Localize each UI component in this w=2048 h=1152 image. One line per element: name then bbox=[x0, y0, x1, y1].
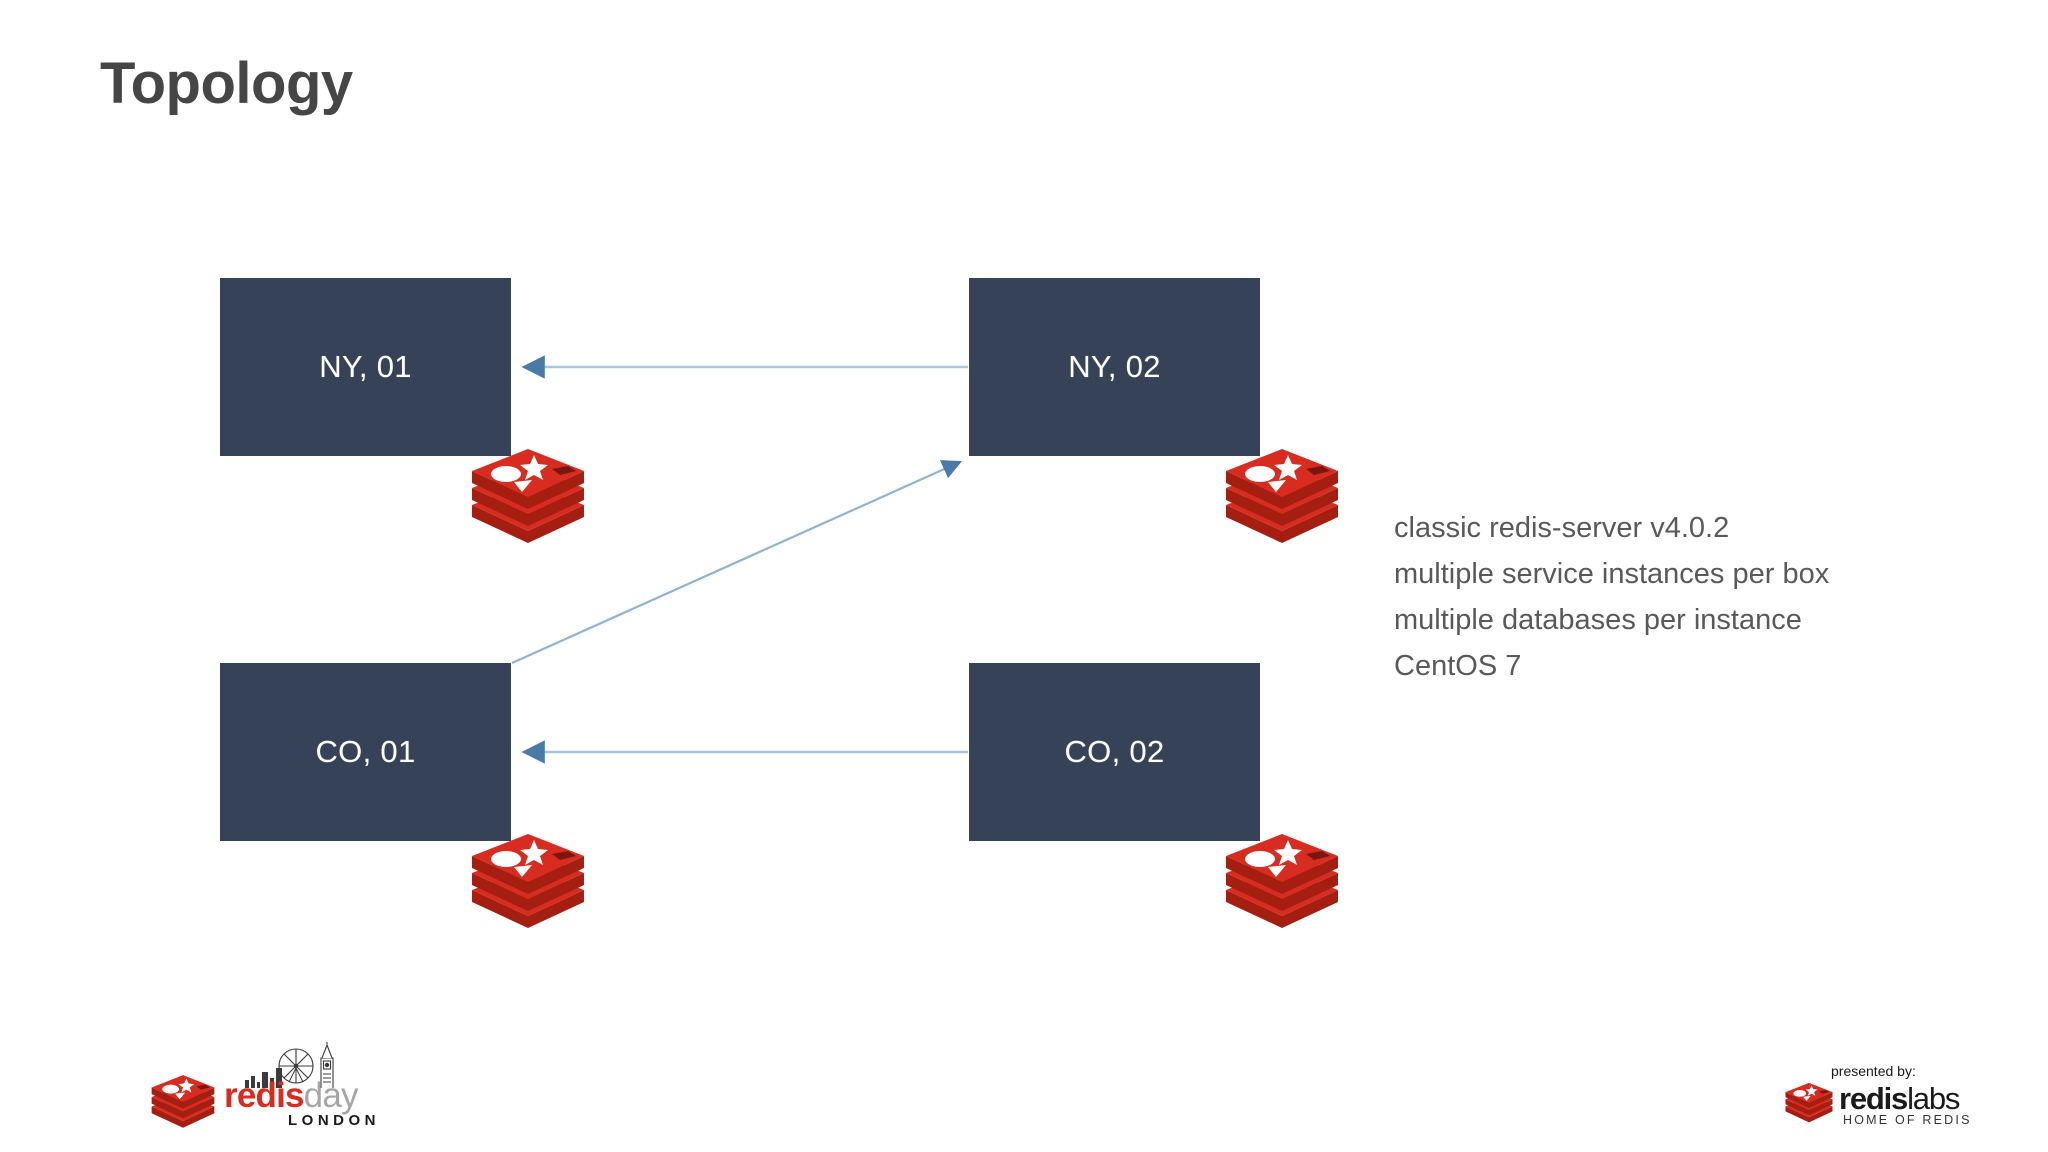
redis-cube-icon bbox=[1226, 834, 1338, 928]
node-label: NY, 02 bbox=[1068, 349, 1161, 384]
presented-by-label: presented by: bbox=[1831, 1063, 1916, 1079]
redis-cube-icon bbox=[472, 834, 584, 928]
redis-cube-icon bbox=[151, 1075, 215, 1128]
spec-line: classic redis-server v4.0.2 bbox=[1394, 512, 1730, 544]
node-box-co-02[interactable]: CO, 02 bbox=[969, 663, 1260, 841]
redisday-redis-text: redis bbox=[224, 1076, 304, 1115]
spec-line: multiple databases per instance bbox=[1394, 604, 1802, 636]
redislabs-logo: presented by: redislabs HOME OF REDIS bbox=[1783, 1063, 1983, 1133]
redislabs-tagline: HOME OF REDIS bbox=[1843, 1113, 1972, 1127]
spec-text-block: classic redis-server v4.0.2 multiple ser… bbox=[1394, 505, 1994, 689]
london-skyline-icon bbox=[245, 1042, 334, 1088]
node-box-co-01[interactable]: CO, 01 bbox=[220, 663, 511, 841]
spec-line: CentOS 7 bbox=[1394, 650, 1522, 682]
redisday-day-text: day bbox=[303, 1076, 359, 1115]
redis-cube-icon bbox=[472, 449, 584, 543]
redislabs-redis-text: redis bbox=[1839, 1081, 1908, 1116]
node-label: CO, 01 bbox=[315, 734, 416, 769]
page-title: Topology bbox=[100, 51, 353, 116]
redis-cube-icon bbox=[1226, 449, 1338, 543]
node-label: NY, 01 bbox=[319, 349, 412, 384]
redisday-wordmark: redisday bbox=[224, 1078, 358, 1113]
node-box-ny-02[interactable]: NY, 02 bbox=[969, 278, 1260, 456]
node-label: CO, 02 bbox=[1064, 734, 1165, 769]
redisday-london-logo: redisday LONDON bbox=[148, 1042, 376, 1130]
redis-cube-icon bbox=[1785, 1082, 1833, 1123]
redisday-city-text: LONDON bbox=[288, 1112, 380, 1129]
spec-line: multiple service instances per box bbox=[1394, 558, 1830, 590]
redislabs-labs-text: labs bbox=[1907, 1081, 1960, 1116]
node-box-ny-01[interactable]: NY, 01 bbox=[220, 278, 511, 456]
redislabs-wordmark: redislabs bbox=[1839, 1081, 1960, 1116]
